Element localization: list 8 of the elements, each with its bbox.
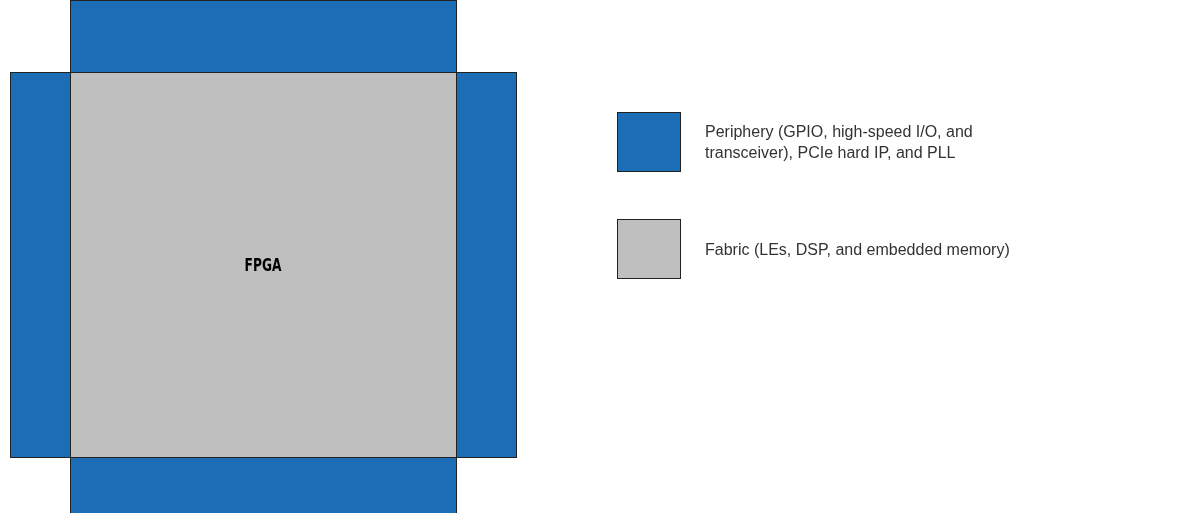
block-label: FPGA: [245, 255, 282, 275]
fabric-block: [70, 72, 457, 458]
legend-text: Fabric (LEs, DSP, and embedded memory): [705, 239, 1011, 260]
legend-text: Periphery (GPIO, high-speed I/O, and transceiver), PCIe hard IP, and PLL: [705, 122, 974, 163]
periphery-bar: [10, 72, 71, 458]
periphery-bar: [70, 457, 457, 513]
periphery-bar: [456, 72, 517, 458]
periphery-bar: [70, 0, 457, 73]
